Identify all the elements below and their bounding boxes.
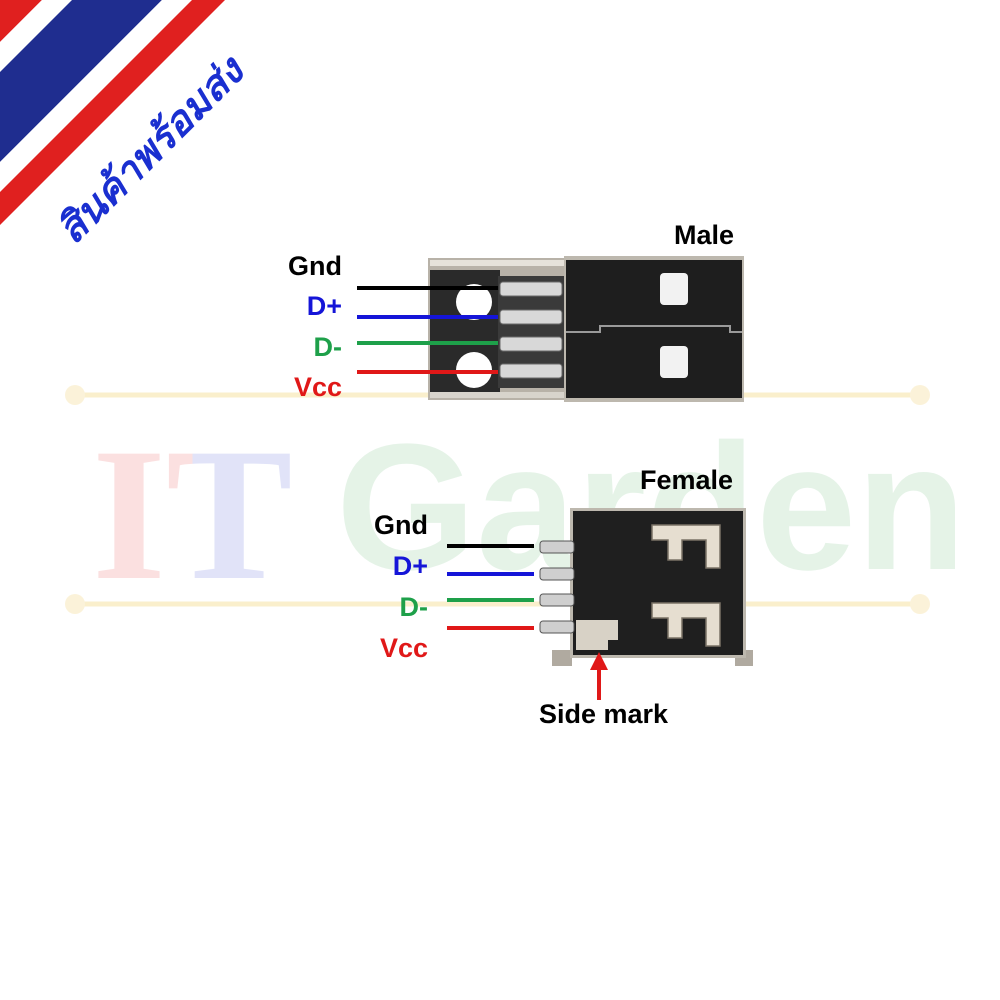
- male-connector: [428, 256, 744, 402]
- watermark-it: IT: [92, 410, 293, 620]
- female-title: Female: [640, 465, 734, 495]
- female-pin-label-dminus: D-: [399, 592, 429, 622]
- female-connector: [539, 508, 753, 666]
- mounting-hole-top: [456, 284, 492, 320]
- side-mark-notch: [576, 620, 618, 650]
- thai-flag-banner: [0, 0, 225, 225]
- male-pin-label-gnd: Gnd: [288, 251, 342, 281]
- male-title: Male: [674, 220, 735, 250]
- watermark-lines: [65, 385, 930, 614]
- female-spring-contacts: [651, 524, 721, 647]
- male-pin-label-dminus: D-: [313, 332, 343, 362]
- male-pin-contacts: [499, 281, 563, 379]
- female-pin-label-vcc: Vcc: [379, 633, 428, 663]
- male-pin-label-dplus: D+: [306, 291, 342, 321]
- shell-window-bottom: [660, 346, 688, 378]
- side-mark-arrow: [590, 652, 608, 700]
- female-pin-stubs: [539, 540, 575, 634]
- male-wires: [357, 286, 498, 374]
- shell-window-top: [660, 273, 688, 305]
- female-pin-label-dplus: D+: [392, 551, 428, 581]
- female-pin-label-gnd: Gnd: [374, 510, 428, 540]
- male-pin-label-vcc: Vcc: [293, 372, 342, 402]
- female-wires: [447, 544, 534, 630]
- side-mark-label: Side mark: [539, 699, 669, 729]
